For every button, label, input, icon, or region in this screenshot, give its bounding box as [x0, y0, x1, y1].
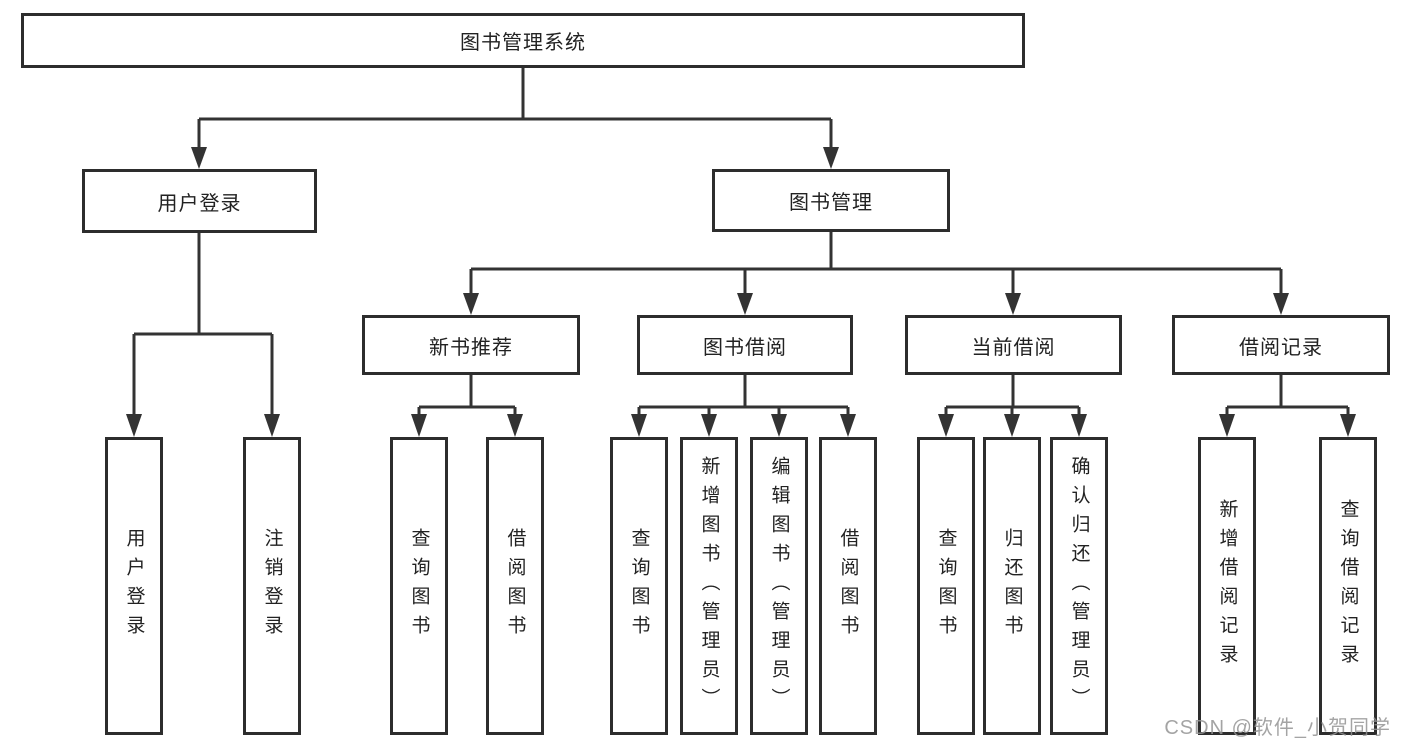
csdn-watermark: CSDN @软件_小贺同学 [1164, 717, 1391, 739]
node-label: 用户登录 [123, 528, 145, 644]
node-label: 新增借阅记录 [1216, 499, 1238, 673]
node-book-borrowing: 图书借阅 [637, 315, 853, 375]
node-borrow-query-books: 查询图书 [610, 437, 668, 735]
node-current-query-books: 查询图书 [917, 437, 975, 735]
node-label: 确认归还（管理员） [1068, 455, 1090, 717]
node-label: 借阅记录 [1239, 336, 1323, 359]
node-label: 查询图书 [408, 528, 430, 644]
node-label: 图书借阅 [703, 336, 787, 359]
node-label: 归还图书 [1001, 528, 1023, 644]
node-rec-borrow-books: 借阅图书 [486, 437, 544, 735]
node-records-add-record: 新增借阅记录 [1198, 437, 1256, 735]
node-label: 借阅图书 [837, 528, 859, 644]
node-borrow-borrow-books: 借阅图书 [819, 437, 877, 735]
node-current-return-books: 归还图书 [983, 437, 1041, 735]
node-user-login: 用户登录 [105, 437, 163, 735]
node-label: 查询图书 [628, 528, 650, 644]
node-current-borrowing: 当前借阅 [905, 315, 1122, 375]
node-label: 借阅图书 [504, 528, 526, 644]
node-label: 当前借阅 [971, 336, 1056, 359]
node-borrow-edit-books-admin: 编辑图书（管理员） [750, 437, 808, 735]
node-label: 查询图书 [935, 528, 957, 644]
node-rec-query-books: 查询图书 [390, 437, 448, 735]
node-current-confirm-return-admin: 确认归还（管理员） [1050, 437, 1108, 735]
node-library-management-system: 图书管理系统 [21, 13, 1025, 68]
node-user-login-group: 用户登录 [82, 169, 317, 233]
node-records-query-record: 查询借阅记录 [1319, 437, 1377, 735]
node-label: 用户登录 [157, 192, 242, 215]
node-borrow-add-books-admin: 新增图书（管理员） [680, 437, 738, 735]
node-logout: 注销登录 [243, 437, 301, 735]
node-borrowing-records: 借阅记录 [1172, 315, 1390, 375]
node-label: 查询借阅记录 [1337, 499, 1359, 673]
node-new-book-recommendation: 新书推荐 [362, 315, 580, 375]
node-label: 图书管理 [789, 192, 873, 214]
node-label: 图书管理系统 [460, 32, 586, 54]
node-label: 编辑图书（管理员） [768, 455, 790, 717]
arrowhead-icons [126, 147, 1356, 437]
node-book-management: 图书管理 [712, 169, 950, 232]
node-label: 注销登录 [261, 528, 283, 644]
node-label: 新增图书（管理员） [698, 455, 720, 717]
node-label: 新书推荐 [429, 336, 513, 359]
